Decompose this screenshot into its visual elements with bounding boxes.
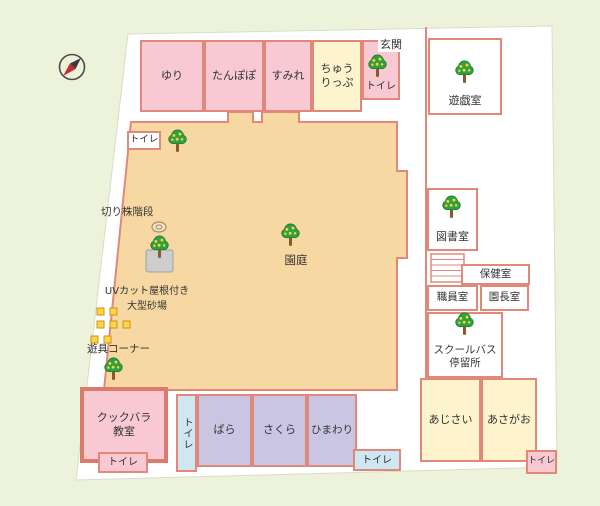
room-cooking-label-line1: クックバラ: [96, 410, 152, 424]
room-principal-label: 園長室: [488, 291, 521, 304]
room-cooking-classroom: クックバラ 教室: [80, 387, 168, 463]
toilet-top-label: トイレ: [366, 81, 396, 92]
room-playroom-label: 遊戯室: [448, 93, 482, 107]
garden-area: [102, 111, 408, 391]
room-sumire-label: すみれ: [271, 68, 305, 82]
toilet-vertical: トイレ: [176, 394, 197, 472]
toilet-bottom-right: トイレ: [526, 450, 557, 474]
room-staff-label: 職員室: [436, 291, 469, 304]
room-health-label: 保健室: [479, 267, 512, 280]
sandbox-label-line2: 大型砂場: [127, 300, 167, 312]
stairs-icon: [430, 253, 465, 283]
toilet-garden-box-label: トイレ: [129, 134, 159, 146]
toilet-bottom-left-label: トイレ: [108, 457, 138, 468]
toilet-bottom-left: トイレ: [98, 452, 148, 473]
play-corner-label: 遊具コーナー: [87, 343, 150, 355]
play-equipment-marker: [90, 307, 131, 344]
sandbox-label: UVカット屋根付き 大型砂場: [99, 285, 195, 314]
room-sakura: さくら: [252, 394, 307, 467]
schoolbus-label-line2: 停留所: [449, 357, 481, 370]
tree-icon: [104, 357, 123, 381]
room-staff: 職員室: [427, 285, 478, 311]
sandbox-label-line1: UVカット屋根付き: [104, 286, 190, 297]
stump-icon: [151, 221, 167, 233]
room-ajisai-label: あじさい: [428, 412, 473, 426]
room-library-label: 図書室: [436, 229, 469, 243]
tree-icon: [368, 54, 387, 78]
room-health: 保健室: [461, 264, 530, 285]
room-tanpopo: たんぽぽ: [204, 40, 264, 112]
toilet-bottom-right-label: トイレ: [528, 456, 556, 467]
room-tanpopo-label: たんぽぽ: [212, 68, 256, 82]
room-tulip-label-line2: りっぷ: [320, 76, 354, 89]
tree-icon: [442, 195, 461, 219]
room-yuri: ゆり: [140, 40, 204, 112]
room-cooking-label-line2: 教室: [113, 425, 135, 438]
toilet-vertical-label: トイレ: [181, 416, 192, 450]
toilet-bottom-middle: トイレ: [353, 449, 401, 471]
tree-icon: [281, 223, 300, 247]
schoolbus-label-line1: スクールバス: [433, 343, 497, 356]
room-yuri-label: ゆり: [161, 68, 183, 82]
tree-icon: [455, 312, 474, 336]
room-asagao-label: あさがお: [487, 412, 531, 426]
room-sumire: すみれ: [264, 40, 312, 112]
room-himawari: ひまわり: [307, 394, 357, 467]
room-bara: ばら: [197, 394, 252, 467]
room-tulip-label-line1: ちゅう: [320, 61, 354, 75]
room-himawari-label: ひまわり: [311, 423, 353, 436]
room-ajisai: あじさい: [420, 378, 481, 462]
stump-stairs-label: 切り株階段: [101, 206, 154, 218]
room-sakura-label: さくら: [263, 423, 296, 437]
garden-label: 園庭: [284, 253, 308, 267]
compass-icon: [58, 53, 86, 81]
tree-icon: [168, 129, 187, 153]
room-principal: 園長室: [480, 285, 529, 311]
room-asagao: あさがお: [481, 378, 537, 462]
toilet-bottom-middle-label: トイレ: [362, 454, 392, 466]
room-tulip: ちゅう りっぷ: [312, 40, 362, 112]
tree-icon: [455, 60, 474, 84]
toilet-garden-box: トイレ: [127, 131, 161, 150]
entrance-label: 玄関: [378, 36, 404, 52]
tree-icon: [150, 235, 169, 259]
room-bara-label: ばら: [213, 423, 236, 437]
